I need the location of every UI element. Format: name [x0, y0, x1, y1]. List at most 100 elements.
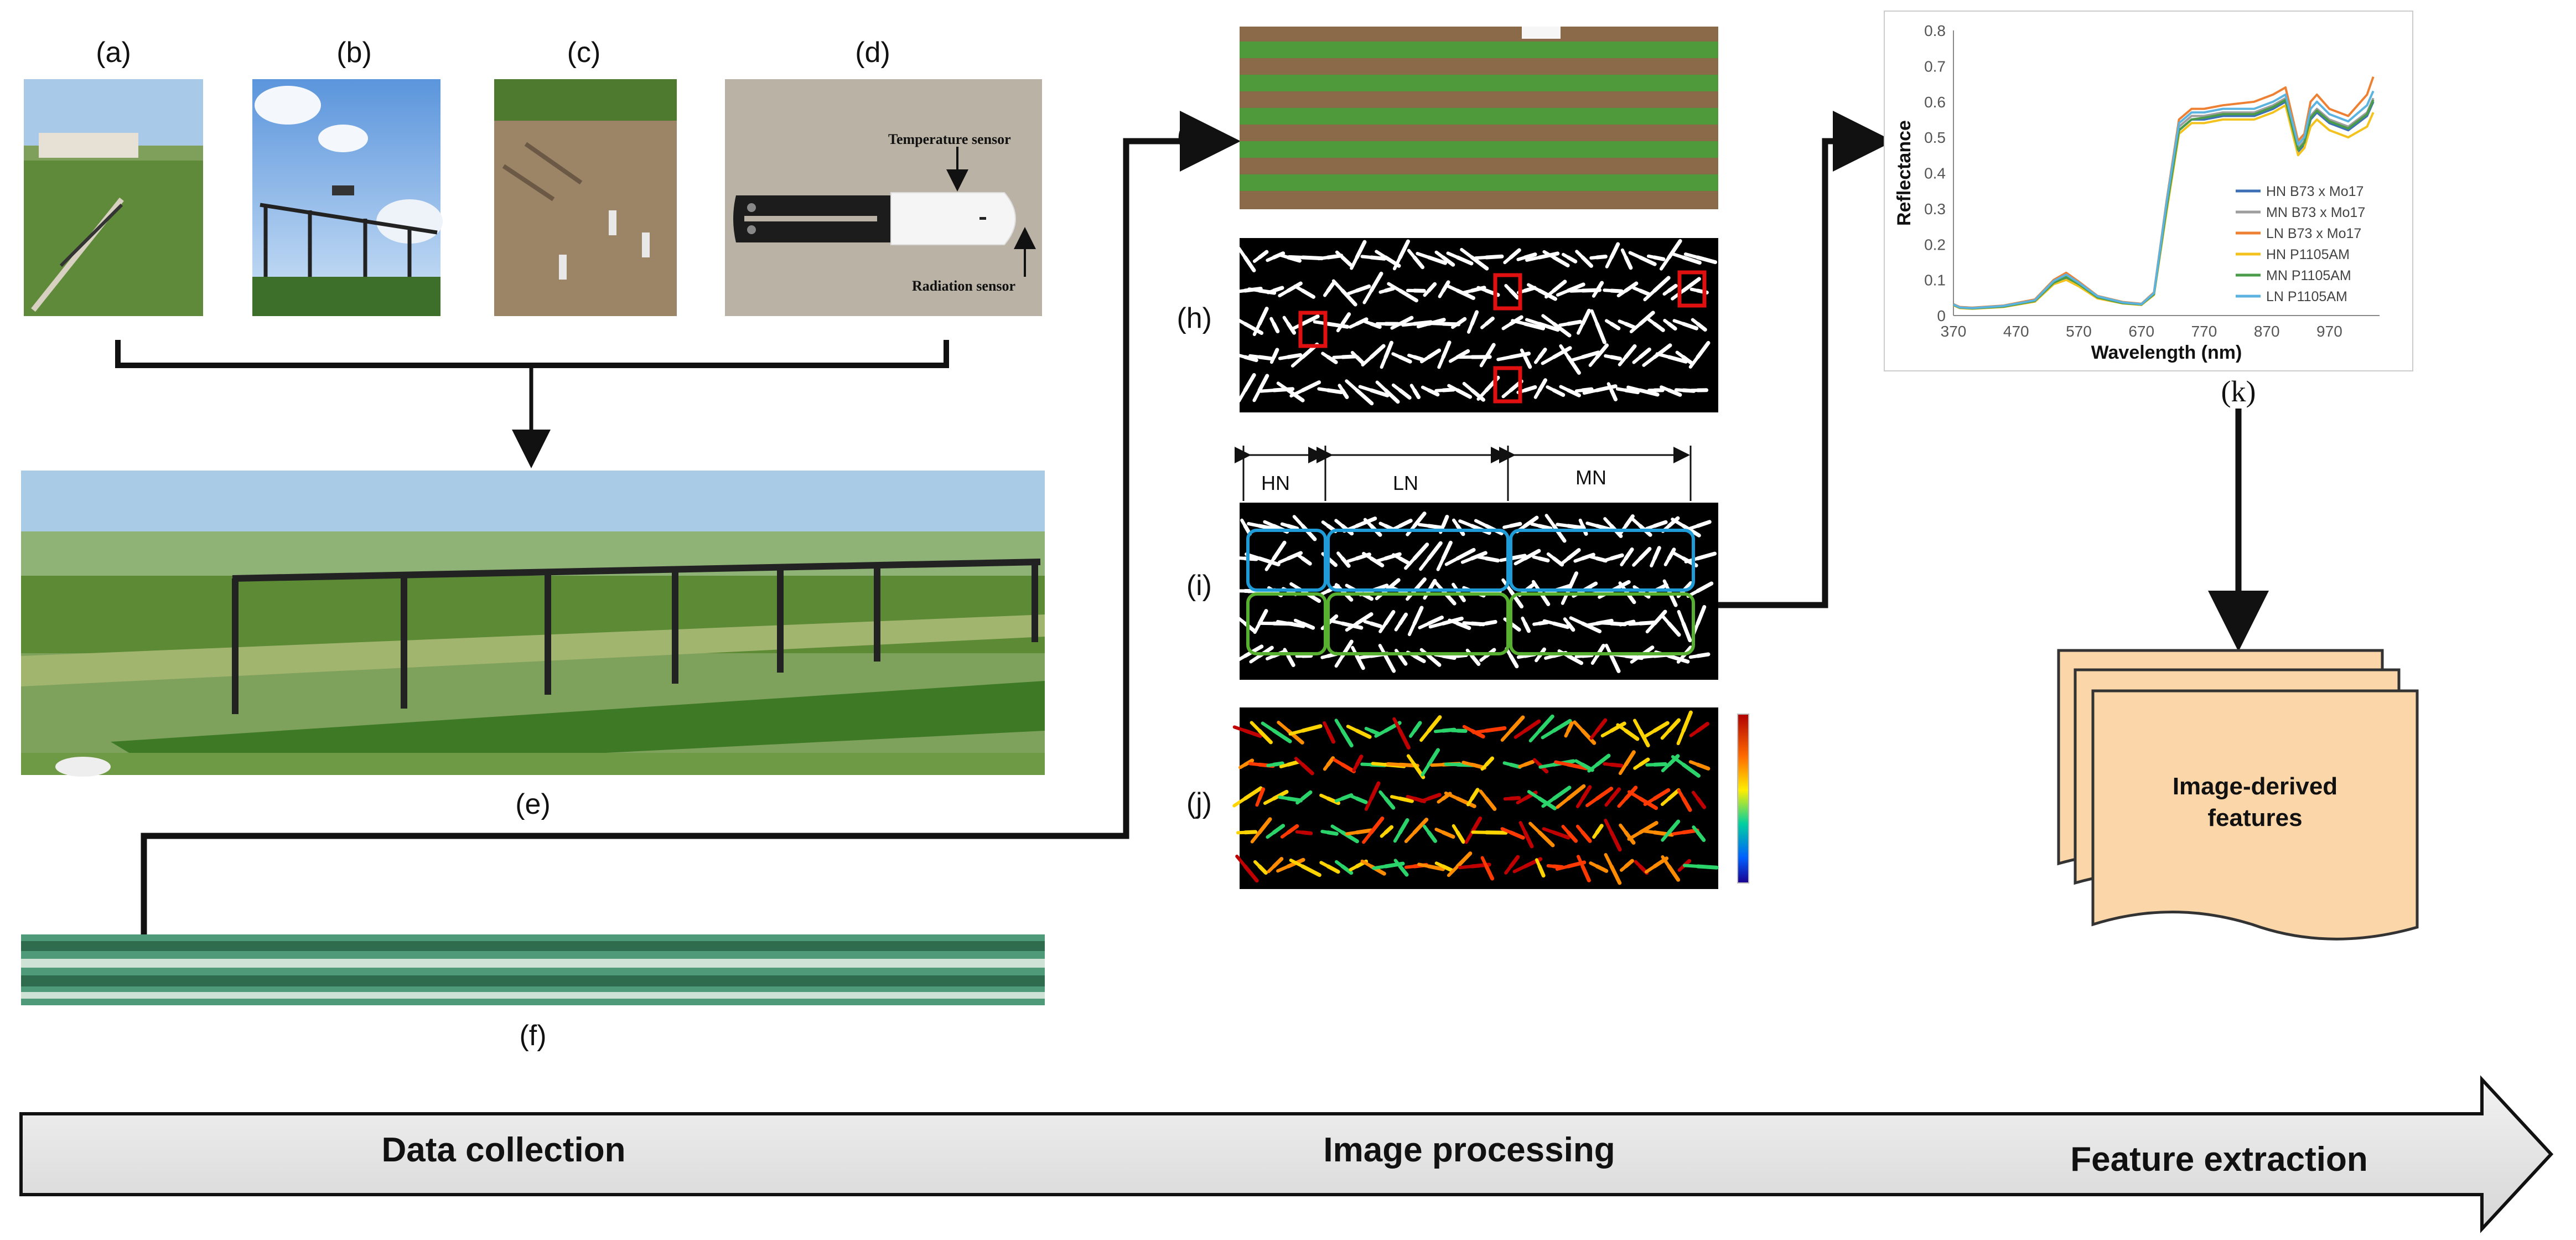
- plant-blob: [1247, 287, 1261, 292]
- plant-blob: [1263, 797, 1276, 805]
- plant-blob: [1514, 729, 1527, 739]
- plant-blob: [1369, 344, 1386, 359]
- plant-blob: [1589, 555, 1599, 560]
- plant-blob: [1624, 514, 1635, 528]
- panel-label-d: (d): [855, 37, 890, 69]
- plant-blob: [1398, 612, 1408, 626]
- plant-blob: [1663, 556, 1671, 566]
- plant-blob: [1441, 540, 1453, 561]
- plant-blob: [1371, 762, 1387, 767]
- plant-blob: [1525, 318, 1541, 326]
- plant-blob: [1447, 865, 1459, 877]
- plant-blob: [1500, 827, 1512, 834]
- plant-blob: [1618, 763, 1628, 776]
- plant-blob: [1280, 830, 1290, 839]
- plant-blob: [1620, 556, 1628, 567]
- plant-blob: [1624, 750, 1636, 767]
- plant-blob: [1609, 654, 1621, 673]
- plant-blob: [1605, 319, 1613, 326]
- plant-blob: [1243, 786, 1263, 800]
- plant-blob: [1624, 388, 1640, 395]
- plant-blob: [1252, 322, 1261, 337]
- plant-blob: [1458, 865, 1474, 870]
- plant-blob: [1320, 830, 1330, 834]
- plant-blob: [1541, 729, 1556, 740]
- plant-blob: [1272, 824, 1286, 835]
- plant-blob: [1667, 819, 1681, 835]
- plant-blob: [1509, 352, 1531, 359]
- plant-blob: [1556, 797, 1570, 809]
- plant-blob: [1484, 864, 1495, 881]
- plant-blob: [1294, 757, 1304, 767]
- plant-blob: [1618, 319, 1628, 326]
- plant-blob: [1392, 553, 1402, 560]
- plant-blob: [1378, 790, 1387, 800]
- plant-blob: [1569, 616, 1584, 626]
- plant-blob: [1619, 823, 1628, 834]
- x-tick-label: 670: [2128, 323, 2154, 340]
- plant-blob: [1532, 622, 1541, 626]
- heatmap-j: [1232, 707, 1749, 889]
- plant-blob: [1455, 255, 1474, 266]
- plant-blob: [1257, 524, 1277, 531]
- plant-blob: [1537, 864, 1546, 878]
- photo-a-field-station: [24, 79, 203, 316]
- panel-label-h: (h): [1176, 302, 1212, 334]
- plant-blob: [1447, 384, 1459, 392]
- plant-blob: [1326, 728, 1336, 744]
- plant-blob: [1232, 289, 1247, 294]
- plant-blob: [1504, 284, 1512, 292]
- plant-blob: [1372, 865, 1387, 870]
- plant-blob: [1289, 389, 1304, 398]
- plant-blob: [1509, 855, 1520, 869]
- plant-blob: [1691, 318, 1699, 326]
- plant-blob: [1470, 816, 1483, 835]
- plant-blob: [1394, 622, 1402, 632]
- plant-blob: [1552, 524, 1567, 543]
- plant-blob: [1659, 256, 1671, 271]
- plant-blob: [1609, 864, 1622, 885]
- plant-blob: [1295, 830, 1304, 834]
- plant-blob: [1300, 724, 1323, 733]
- panel-label-e: (e): [515, 788, 551, 820]
- plant-blob: [1691, 790, 1699, 800]
- plant-blob: [1407, 353, 1416, 359]
- plant-blob: [1420, 355, 1430, 364]
- plant-blob: [1523, 719, 1541, 733]
- plant-blob: [1628, 790, 1642, 800]
- plant-blob: [1546, 385, 1556, 392]
- plant-blob: [1590, 654, 1599, 665]
- plant-blob: [1609, 388, 1618, 401]
- plant-blob: [1577, 855, 1584, 868]
- features-line-2: features: [2207, 804, 2302, 831]
- plant-blob: [1595, 384, 1618, 392]
- plant-blob: [1355, 317, 1369, 326]
- plant-blob: [1677, 865, 1685, 872]
- plant-blob: [1638, 347, 1651, 359]
- panel-label-g: (g): [1176, 120, 1212, 152]
- plant-blob: [1455, 288, 1475, 300]
- plant-blob: [1645, 524, 1656, 530]
- plant-blob: [1349, 322, 1359, 329]
- plant-blob: [1563, 617, 1570, 626]
- plant-blob: [1554, 760, 1570, 767]
- plant-blob: [1652, 276, 1671, 293]
- plant-blob: [1248, 762, 1261, 767]
- plant-blob: [1632, 286, 1642, 292]
- plant-blob: [1286, 621, 1305, 628]
- plant-blob: [1566, 762, 1589, 771]
- plant-blob: [1616, 723, 1628, 732]
- plant-blob: [1319, 861, 1330, 868]
- plant-blob: [1441, 830, 1455, 839]
- plant-blob: [1349, 794, 1359, 800]
- plant-blob: [1484, 254, 1504, 260]
- plant-blob: [1484, 726, 1507, 733]
- plant-blob: [1375, 250, 1387, 259]
- plant-blob: [1326, 864, 1340, 874]
- chart-frame: [1884, 11, 2413, 371]
- plant-blob: [1466, 797, 1474, 807]
- plant-blob: [1609, 242, 1620, 260]
- plant-blob: [1362, 289, 1373, 304]
- plant-blob: [1451, 322, 1459, 329]
